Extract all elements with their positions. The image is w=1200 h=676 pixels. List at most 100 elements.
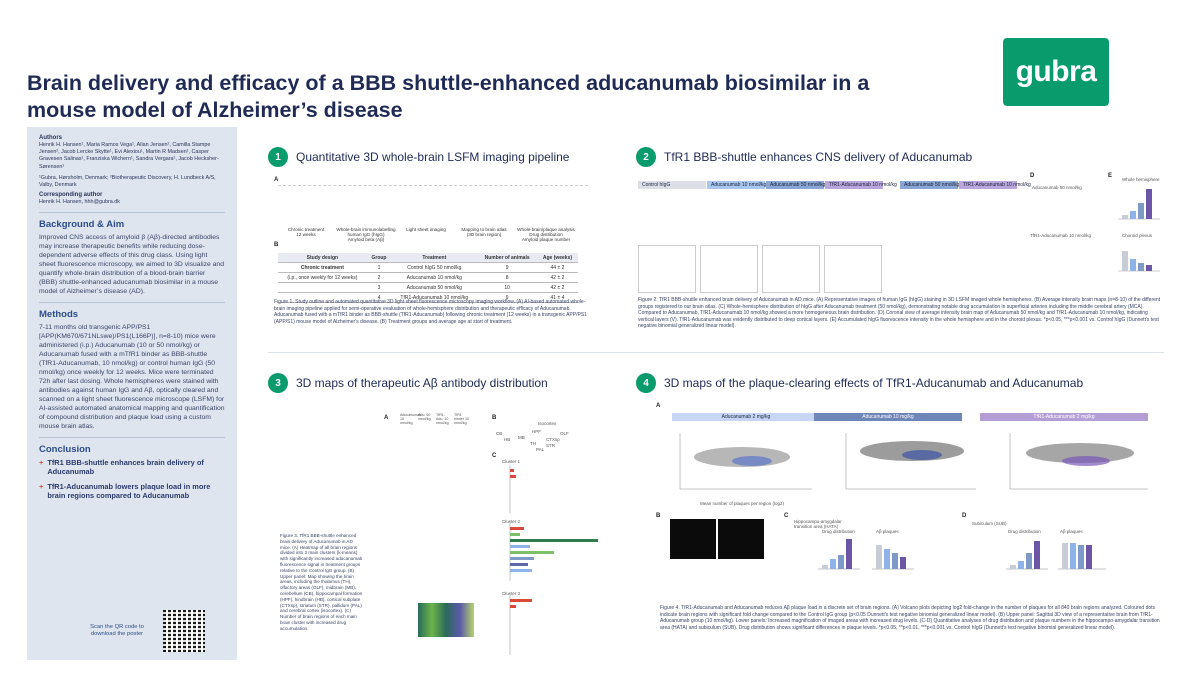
figure-caption: Figure 3. TfR1 BBB-shuttle enhanced brai… — [280, 533, 363, 631]
quant-bar-charts — [818, 539, 1106, 570]
table-cell: 8 — [477, 272, 537, 283]
conclusion-item: + TfR1 BBB-shuttle enhances brain delive… — [39, 458, 225, 476]
section-number: 4 — [636, 373, 656, 393]
brain-image — [824, 245, 882, 293]
panel-label: B — [492, 415, 497, 421]
poster-title: Brain delivery and efficacy of a BBB shu… — [27, 71, 870, 122]
methods-heading: Methods — [39, 309, 79, 321]
pipeline-steps: Chronic treatment 12 weeks Whole-brain i… — [278, 227, 578, 242]
table-header: Number of animals — [477, 253, 537, 263]
section-4: 4 3D maps of the plaque-clearing effects… — [636, 373, 1166, 631]
group-label: TfR1-Aducanumab 10 nmol/kg — [825, 181, 897, 189]
bar-group — [1006, 541, 1048, 570]
column-label: Adu. 50 nmol/kg — [418, 413, 431, 422]
brain-area-label: TH — [530, 441, 536, 446]
bar — [510, 563, 528, 566]
table-header: Treatment — [391, 253, 478, 263]
heatmap — [418, 603, 474, 637]
background-text: Improved CNS access of amyloid β (Aβ)-di… — [39, 234, 224, 296]
bar-group — [872, 545, 914, 570]
qr-caption: Scan the QR code to download the poster — [90, 623, 144, 638]
qr-code-icon[interactable] — [163, 610, 205, 652]
section-title: 3D maps of therapeutic Aβ antibody distr… — [296, 376, 548, 390]
panel-label: B — [274, 242, 279, 248]
volcano-plot — [679, 433, 812, 490]
background-heading: Background & Aim — [39, 219, 125, 231]
group-label: Control hIgG — [638, 181, 706, 189]
sub-title: Aβ plaques — [1060, 529, 1083, 534]
bar — [1130, 211, 1136, 219]
table-cell: Aducanumab 10 nmol/kg — [391, 272, 478, 283]
authors-heading: Authors — [39, 135, 62, 141]
d-label: TfR1-Aducanumab 10 nmol/kg — [1030, 233, 1092, 238]
table-row: 3 Aducanumab 50 nmol/kg 10 42 ± 2 — [278, 282, 578, 293]
study-design-table: Study design Group Treatment Number of a… — [278, 253, 578, 303]
volcano-plot — [1009, 433, 1148, 490]
methods-text: 7-11 months old transgenic APP/PS1 [APP(… — [39, 324, 225, 431]
plus-icon: + — [39, 458, 44, 468]
bar — [510, 605, 516, 608]
brain-area-label: Isocortex — [538, 421, 557, 426]
panel-label: C — [492, 453, 497, 459]
panel-label: A — [384, 415, 389, 421]
bar — [1138, 203, 1144, 219]
pipeline-illustration — [278, 185, 588, 225]
table-row: 4 TfR1-Aducanumab 10 nmol/kg 9 41 ± 4 — [278, 292, 578, 303]
brain-area-label: STR — [546, 443, 555, 448]
figure-caption: Figure 1. Study outline and automated qu… — [274, 299, 587, 325]
brain-area-label: HPF — [532, 429, 541, 434]
section-number: 3 — [268, 373, 288, 393]
bar — [510, 551, 554, 554]
bar — [1122, 215, 1128, 219]
conclusion-heading: Conclusion — [39, 444, 91, 456]
section-header: 2 TfR1 BBB-shuttle enhances CNS delivery… — [636, 147, 1166, 167]
bar-charts — [1118, 189, 1160, 272]
bar — [510, 539, 598, 542]
bar — [510, 599, 532, 602]
brain-3d-image — [718, 519, 764, 559]
bar — [510, 469, 514, 472]
sidebar: Authors Henrik H. Hansen¹, Maria Ramos V… — [27, 127, 237, 660]
bar — [1138, 263, 1144, 271]
group-label-bar: Aducanumab 50 nmol/kg TfR1-Aducanumab 10… — [900, 181, 1031, 189]
bar — [510, 533, 520, 536]
group-label: Aducanumab 50 nmol/kg — [766, 181, 825, 189]
figure-caption: Figure 4. TfR1-Aducanumab and Aducanumab… — [660, 605, 1160, 631]
table-cell: 42 ± 2 — [536, 282, 578, 293]
column-label: TfR1-Adu. 10 nmol/kg — [436, 413, 449, 426]
table-cell: 10 — [477, 282, 537, 293]
table-header: Group — [366, 253, 392, 263]
sub-title: Drug distribution — [822, 529, 855, 534]
plus-icon: + — [39, 482, 44, 492]
brain-area-label: OLF — [560, 431, 569, 436]
section-number: 1 — [268, 147, 288, 167]
cluster-bar-charts — [509, 465, 598, 655]
pipeline-step: Whole-brain/plaque analysis Drug distrib… — [517, 227, 575, 242]
affiliations: ¹Gubra, Hørsholm, Denmark; ²Biotherapeut… — [39, 174, 216, 189]
group-label: TfR1-Aducanumab 2 mg/kg — [980, 413, 1148, 421]
bar — [1130, 259, 1136, 271]
panel-label: B — [656, 513, 661, 519]
gubra-logo: gubra — [1003, 38, 1109, 106]
section-title: 3D maps of the plaque-clearing effects o… — [664, 376, 1084, 390]
divider — [39, 437, 225, 439]
group-label-bar: Control hIgG Aducanumab 10 nmol/kg Aduca… — [638, 181, 897, 189]
table-cell: (i.p., once weekly for 12 weeks) — [278, 272, 367, 283]
pipeline-step: Whole-brain immunolabelling human IgG (h… — [336, 227, 396, 242]
bar — [510, 527, 524, 530]
table-cell: 4 — [366, 292, 392, 303]
volcano-plot — [845, 433, 976, 490]
table-cell: 44 ± 2 — [536, 262, 578, 273]
conclusion-text: TfR1-Aducanumab lowers plaque load in mo… — [47, 482, 211, 501]
poster-header: Brain delivery and efficacy of a BBB shu… — [0, 0, 1200, 125]
group-label: Aducanumab 2 mg/kg — [672, 413, 820, 421]
bar-group — [818, 539, 860, 570]
pipeline-step: Mapping to brain atlas (3D brain region) — [461, 227, 507, 237]
panel-label: E — [1108, 173, 1113, 179]
brain-area-label: HB — [504, 437, 511, 442]
table-cell — [278, 282, 367, 293]
chart-title: Choroid plexus — [1122, 233, 1153, 238]
brain-image — [762, 245, 820, 293]
brain-image — [700, 245, 758, 293]
table-cell: 1 — [366, 262, 392, 273]
